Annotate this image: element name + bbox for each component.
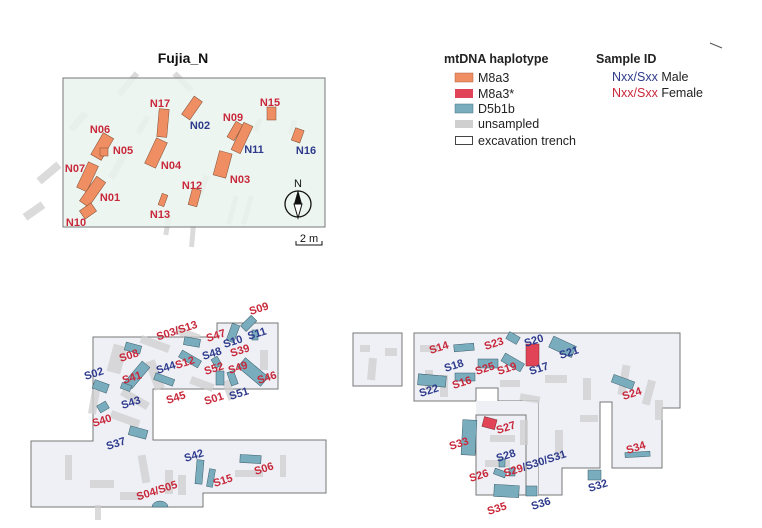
sample-label: S23 bbox=[483, 335, 505, 352]
sample-label: S39 bbox=[229, 342, 251, 359]
sample-label: S51 bbox=[228, 385, 250, 402]
legend-female-label: Female bbox=[661, 86, 703, 100]
sample-label: N15 bbox=[260, 97, 280, 109]
sample-label: N02 bbox=[190, 120, 210, 132]
corner-mark bbox=[709, 42, 723, 49]
burials-southeast bbox=[417, 331, 651, 498]
sample-label: S12 bbox=[174, 354, 196, 371]
legend-male-label: Male bbox=[661, 70, 688, 84]
sample-label: S35 bbox=[486, 500, 508, 517]
sample-label: N13 bbox=[150, 209, 170, 221]
sample-labels-north: N17 N02 N09 N15 N06 N05 N11 N16 N07 N04 … bbox=[65, 97, 316, 229]
legend-male-code: Nxx/Sxx bbox=[612, 70, 659, 84]
sample-label: S47 bbox=[205, 327, 227, 344]
sample-label: S41 bbox=[121, 369, 143, 386]
sample-label: N17 bbox=[150, 98, 170, 110]
sample-label: S48 bbox=[201, 345, 223, 362]
legend-haplotype-title: mtDNA haplotype bbox=[444, 52, 548, 66]
sample-label: S11 bbox=[246, 326, 268, 343]
legend-label: M8a3 bbox=[478, 71, 509, 85]
sample-label: S10 bbox=[222, 333, 244, 350]
sample-label: N05 bbox=[113, 145, 133, 157]
sample-label: N11 bbox=[244, 144, 264, 156]
excavation-trench-southeast-small bbox=[352, 332, 403, 387]
sample-label: S20 bbox=[523, 332, 545, 349]
legend-swatch-m8a3-star bbox=[455, 89, 473, 98]
trench-fill bbox=[476, 401, 538, 495]
sample-label: S16 bbox=[451, 374, 473, 391]
sample-label: S26 bbox=[468, 467, 490, 484]
sample-label: S37 bbox=[105, 435, 127, 452]
sample-label: S17 bbox=[528, 360, 550, 377]
sample-label: S36 bbox=[530, 495, 552, 512]
sample-label: S01 bbox=[203, 390, 225, 407]
svg-text:Nxx/Sxx Female: Nxx/Sxx Female bbox=[612, 86, 703, 100]
sample-label: S02 bbox=[83, 365, 105, 382]
sample-label: S49 bbox=[227, 359, 249, 376]
north-compass-icon: N bbox=[284, 178, 312, 220]
sample-label: S21 bbox=[558, 344, 580, 361]
scale-bar: 2 m bbox=[295, 233, 323, 246]
sample-label: N06 bbox=[90, 124, 110, 136]
sample-label: S15 bbox=[212, 472, 234, 489]
sample-label: S08 bbox=[118, 347, 140, 364]
sample-label: S29 bbox=[502, 462, 524, 479]
sample-labels-southwest: S09 S03/S13 S47 S10 S11 S08 S48 S39 S44 … bbox=[83, 300, 278, 503]
sample-label: S06 bbox=[253, 460, 275, 477]
sample-label: S28 bbox=[495, 447, 517, 464]
sample-label: N01 bbox=[100, 192, 120, 204]
scale-bar-label: 2 m bbox=[300, 233, 318, 245]
sample-label: S32 bbox=[587, 477, 609, 494]
sample-label: N07 bbox=[65, 163, 85, 175]
sample-label: N04 bbox=[161, 160, 182, 172]
unsampled-southeast bbox=[360, 345, 663, 467]
sample-label: S46 bbox=[256, 369, 278, 386]
excavation-trench-southeast bbox=[413, 332, 681, 496]
sample-label: S09 bbox=[248, 300, 270, 317]
sample-label: S19 bbox=[496, 360, 518, 377]
sample-label: S25 bbox=[474, 360, 496, 377]
sample-label: S18 bbox=[443, 357, 465, 374]
legend-label: M8a3* bbox=[478, 87, 514, 101]
legend-sample-title: Sample ID bbox=[596, 52, 656, 66]
sample-label: N09 bbox=[223, 112, 243, 124]
legend: mtDNA haplotype M8a3 M8a3* D5b1b unsampl… bbox=[444, 42, 723, 148]
legend-female-code: Nxx/Sxx bbox=[612, 86, 659, 100]
legend-label: excavation trench bbox=[478, 134, 576, 148]
sample-label: S42 bbox=[183, 447, 205, 464]
sample-label: S43 bbox=[120, 394, 142, 411]
compass-label: N bbox=[294, 178, 302, 190]
sample-label: S22 bbox=[418, 382, 440, 399]
sample-label: S27 bbox=[495, 419, 517, 436]
sample-label: S33 bbox=[448, 435, 470, 452]
sample-label: S40 bbox=[91, 412, 113, 429]
burials-north bbox=[76, 95, 305, 220]
svg-text:Nxx/Sxx Male: Nxx/Sxx Male bbox=[612, 70, 688, 84]
legend-label: unsampled bbox=[478, 117, 539, 131]
sample-label: S52 bbox=[203, 360, 225, 377]
sample-label: N16 bbox=[296, 145, 316, 157]
sample-label: S45 bbox=[165, 389, 187, 406]
sample-label: N03 bbox=[230, 174, 250, 186]
legend-swatch-m8a3 bbox=[454, 72, 474, 83]
legend-swatch-trench bbox=[455, 136, 473, 145]
panel-title: Fujia_N bbox=[158, 50, 209, 66]
burials-southwest bbox=[91, 314, 269, 508]
legend-swatch-unsampled bbox=[455, 120, 473, 128]
legend-label: D5b1b bbox=[478, 102, 515, 116]
sample-label: N10 bbox=[66, 217, 86, 229]
sample-label: N12 bbox=[182, 180, 202, 192]
legend-swatch-d5b1b bbox=[454, 103, 474, 114]
